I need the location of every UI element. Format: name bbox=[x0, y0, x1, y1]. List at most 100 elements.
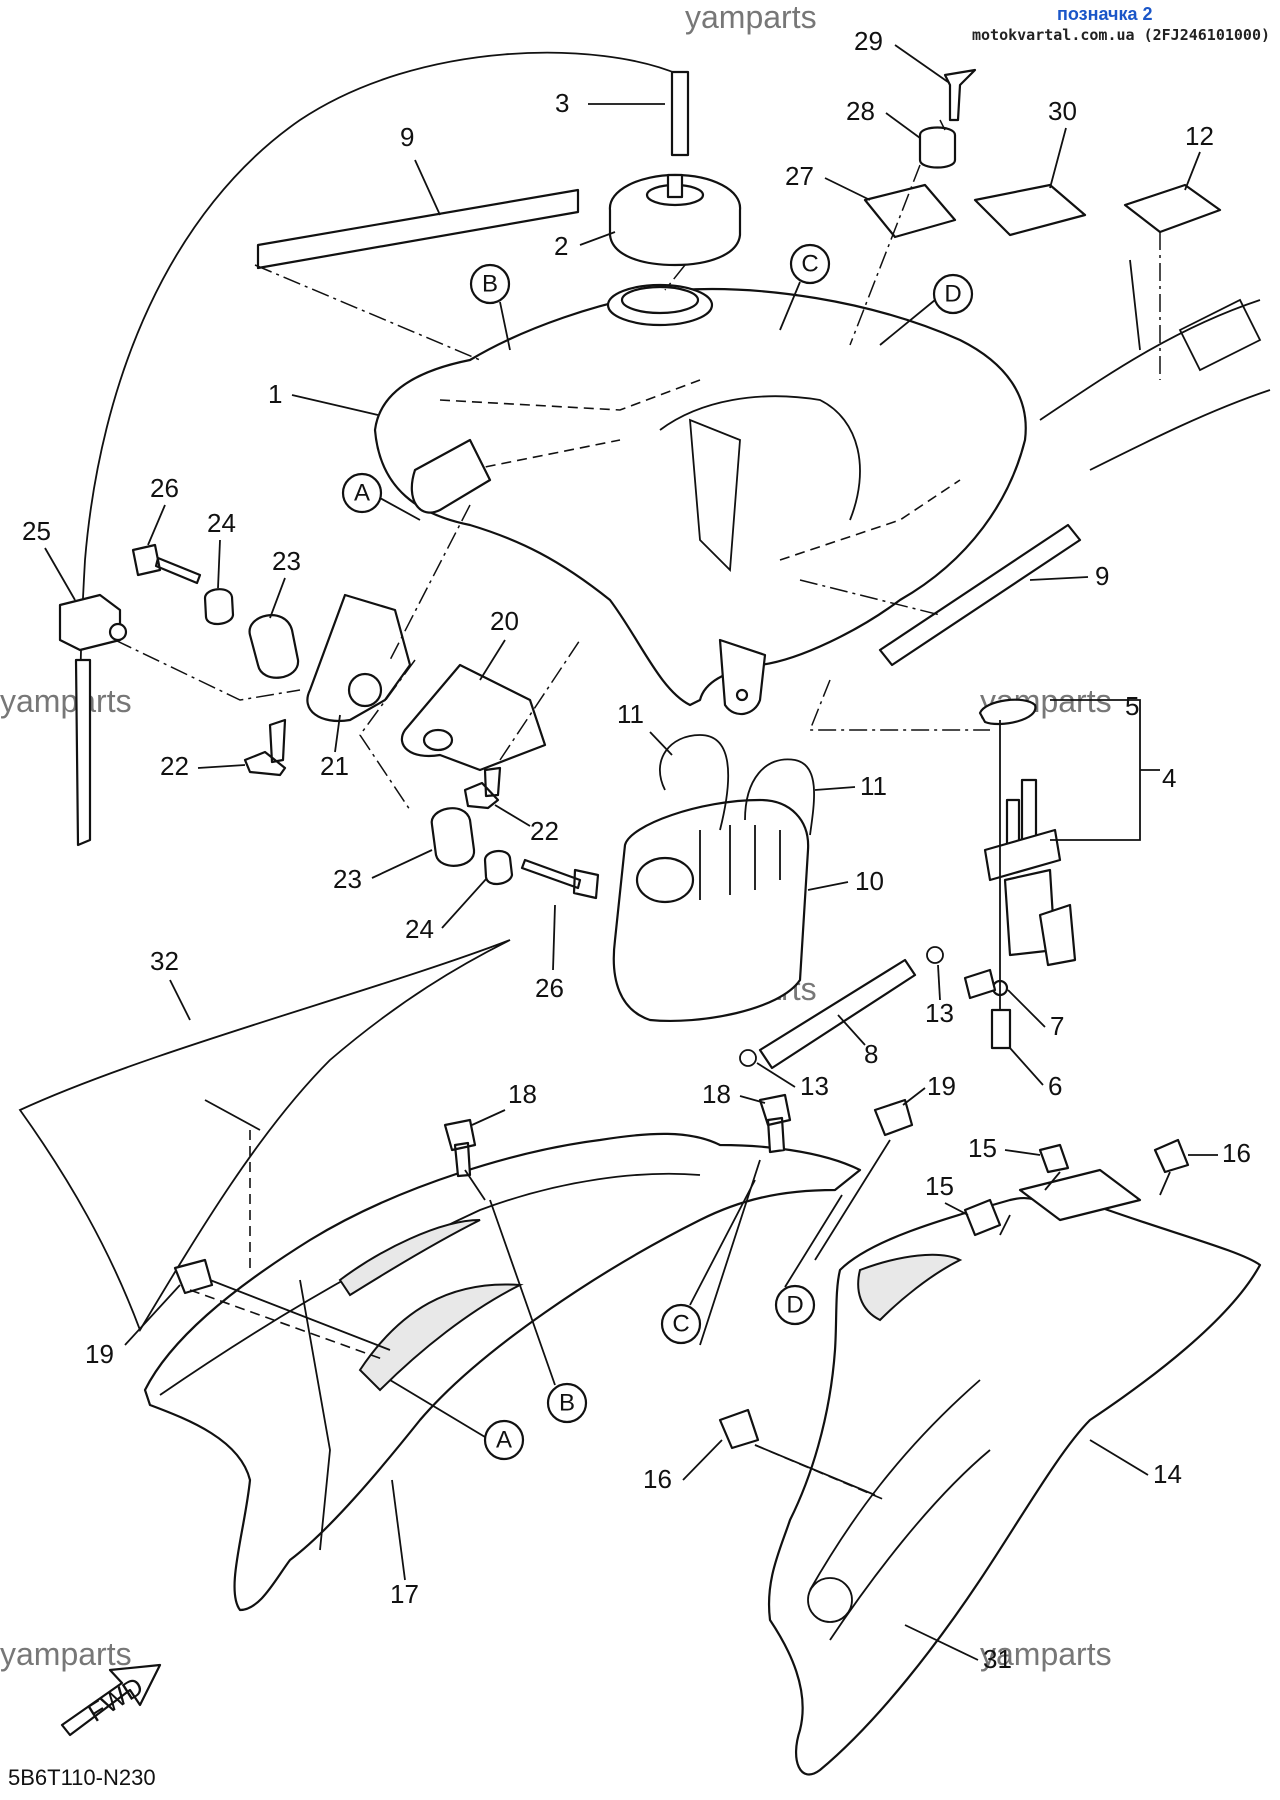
diagram-code: 5B6T110-N230 bbox=[8, 1765, 156, 1790]
ref-leaders bbox=[379, 281, 936, 1438]
bolt-16-side bbox=[718, 1408, 760, 1450]
bolt-22-left bbox=[243, 718, 287, 777]
protector-10-fins bbox=[699, 825, 781, 900]
side-cover-14 bbox=[768, 1194, 1262, 1776]
holder-25-nipple bbox=[108, 622, 128, 642]
bolt-22-right bbox=[463, 766, 502, 810]
label-26-top: 26 bbox=[150, 473, 179, 503]
leader-23-bottom bbox=[371, 849, 433, 879]
leader-11-left bbox=[649, 731, 673, 756]
leader-30 bbox=[1049, 127, 1067, 189]
collar-28 bbox=[918, 126, 957, 169]
label-11-left: 11 bbox=[617, 699, 644, 729]
ref-circle-b-top bbox=[469, 263, 511, 305]
label-30: 30 bbox=[1048, 96, 1077, 126]
fuel-tank-1 bbox=[373, 287, 1027, 707]
breather-hose-3-end bbox=[670, 70, 690, 157]
watermark: yamparts bbox=[685, 0, 817, 35]
bolt-26-upper bbox=[131, 543, 202, 585]
bracket-20-hole bbox=[422, 728, 454, 752]
header-link[interactable]: позначка 2 bbox=[1057, 4, 1153, 24]
damper-strip-9-right bbox=[878, 523, 1082, 667]
leader-9-right bbox=[1029, 576, 1089, 581]
bolt-19-left bbox=[173, 1258, 214, 1295]
reference-markers: B C D A C D B A bbox=[341, 243, 974, 1461]
label-24-top: 24 bbox=[207, 508, 236, 538]
label-29: 29 bbox=[854, 26, 883, 56]
ref-d-bottom: D bbox=[786, 1292, 803, 1319]
leader-19-right bbox=[902, 1087, 926, 1106]
leader-23-top bbox=[269, 577, 286, 619]
leader-13-left bbox=[756, 1062, 796, 1088]
leader-16-side bbox=[682, 1439, 723, 1481]
protector-10 bbox=[612, 798, 810, 1023]
leader-15-top bbox=[1004, 1149, 1041, 1156]
leader-20 bbox=[479, 639, 506, 681]
bolt-15-right bbox=[1038, 1143, 1070, 1174]
label-1: 1 bbox=[268, 379, 282, 409]
leader-27 bbox=[824, 177, 871, 201]
ref-c-bottom: C bbox=[672, 1311, 689, 1338]
label-26-bottom: 26 bbox=[535, 973, 564, 1003]
label-13-right: 13 bbox=[925, 998, 954, 1028]
ref-circle-b-bottom bbox=[546, 1382, 588, 1424]
ref-circle-c-bottom bbox=[660, 1303, 702, 1345]
label-23-top: 23 bbox=[272, 546, 301, 576]
label-14: 14 bbox=[1153, 1459, 1182, 1489]
leader-1 bbox=[291, 394, 379, 416]
label-8: 8 bbox=[864, 1039, 878, 1069]
fuel-tank-1-hidden bbox=[439, 379, 961, 561]
ref-circle-d-top bbox=[932, 273, 974, 315]
ref-d-top: D bbox=[944, 281, 961, 308]
leader-26-top bbox=[147, 504, 166, 546]
cover-leaders bbox=[209, 1139, 1171, 1496]
label-11-right: 11 bbox=[860, 771, 887, 801]
leader-10 bbox=[807, 881, 849, 891]
bracket-27 bbox=[863, 183, 957, 239]
ref-a-bottom: A bbox=[496, 1427, 512, 1454]
leader-29 bbox=[894, 44, 949, 83]
protector-10-hole bbox=[635, 856, 695, 904]
label-19-right: 19 bbox=[927, 1071, 956, 1101]
collar-24-lower bbox=[483, 850, 514, 885]
label-7: 7 bbox=[1050, 1011, 1064, 1041]
label-22-right: 22 bbox=[530, 816, 559, 846]
fuel-cock-gasket-5 bbox=[978, 698, 1037, 726]
label-10: 10 bbox=[855, 866, 884, 896]
watermark: yamparts bbox=[0, 683, 132, 719]
bolt-26-lower bbox=[520, 858, 600, 900]
label-16-side: 16 bbox=[643, 1464, 672, 1494]
side-cover-17 bbox=[143, 1132, 862, 1612]
holder-25 bbox=[58, 593, 122, 652]
leader-12-line bbox=[1184, 151, 1201, 191]
leader-22-left bbox=[197, 764, 246, 769]
leader-line bbox=[204, 1099, 261, 1131]
leader-2 bbox=[579, 231, 616, 246]
label-13-left: 13 bbox=[800, 1071, 829, 1101]
side-cover-17-inner bbox=[159, 1172, 701, 1396]
leader-9-top bbox=[414, 159, 441, 216]
bracket-21 bbox=[306, 593, 412, 723]
bracket-21-hole bbox=[347, 672, 383, 708]
ref-b-top: B bbox=[482, 271, 498, 298]
watermark: yamparts bbox=[0, 1636, 132, 1672]
leader-8 bbox=[837, 1014, 866, 1046]
label-23-bottom: 23 bbox=[333, 864, 362, 894]
leader-26-bottom bbox=[552, 904, 556, 971]
strap-11-left bbox=[659, 734, 730, 831]
label-4: 4 bbox=[1162, 763, 1176, 793]
leader-6 bbox=[1009, 1047, 1044, 1086]
label-27: 27 bbox=[785, 161, 814, 191]
leader-lines bbox=[114, 119, 990, 811]
fuel-cap-nipple bbox=[666, 173, 684, 199]
ref-c-top: C bbox=[801, 251, 818, 278]
fitting bbox=[963, 968, 997, 1000]
leader-21 bbox=[334, 714, 341, 753]
label-2: 2 bbox=[554, 231, 568, 261]
leader-18-left bbox=[471, 1109, 506, 1126]
label-21: 21 bbox=[320, 751, 349, 781]
label-15-top: 15 bbox=[968, 1133, 997, 1163]
breather-hose-lower bbox=[74, 658, 92, 847]
strap-11-right bbox=[744, 758, 815, 836]
